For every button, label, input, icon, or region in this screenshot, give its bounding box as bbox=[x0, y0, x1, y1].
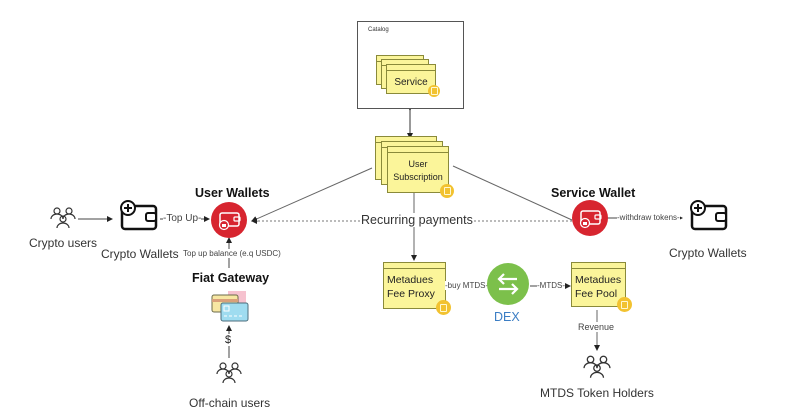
dollar-label: $ bbox=[225, 334, 232, 346]
withdraw-tokens-label: -withdraw tokens- bbox=[617, 213, 680, 222]
wallet-lock-icon bbox=[579, 210, 602, 229]
contract-icon bbox=[436, 300, 451, 315]
contract-icon bbox=[617, 297, 632, 312]
crypto-users-label: Crypto users bbox=[29, 236, 98, 250]
crypto-wallet-icon[interactable] bbox=[688, 200, 730, 232]
user-wallets-title: User Wallets bbox=[195, 186, 270, 200]
contract-icon bbox=[440, 184, 454, 198]
catalog-box[interactable]: Catalog Service bbox=[357, 21, 464, 109]
off-chain-users-icon bbox=[216, 362, 242, 384]
service-wallet-title: Service Wallet bbox=[551, 186, 636, 200]
subscription-line1: User bbox=[408, 159, 428, 169]
buy-mtds-label: -buy MTDS- bbox=[445, 281, 489, 290]
fee-pool-line2: Fee Pool bbox=[575, 288, 618, 300]
user-wallet-node[interactable] bbox=[211, 202, 247, 238]
swap-arrows-icon bbox=[497, 273, 519, 295]
fee-pool-line1: Metadues bbox=[575, 274, 622, 286]
wallet-lock-icon bbox=[218, 212, 241, 231]
credit-cards-icon[interactable] bbox=[210, 290, 250, 324]
crypto-wallet-icon[interactable] bbox=[118, 200, 160, 232]
catalog-title: Catalog bbox=[368, 27, 389, 33]
crypto-wallets-right-label: Crypto Wallets bbox=[669, 246, 747, 260]
fee-proxy-card[interactable]: Metadues Fee Proxy bbox=[383, 262, 451, 315]
crypto-wallets-left-label: Crypto Wallets bbox=[101, 247, 179, 261]
subscription-userwallet-line bbox=[251, 167, 373, 222]
contract-icon bbox=[428, 85, 440, 97]
revenue-label: Revenue bbox=[578, 322, 615, 332]
subscription-line2: Subscription bbox=[393, 172, 443, 182]
fee-pool-card[interactable]: Metadues Fee Pool bbox=[571, 262, 632, 312]
fee-proxy-line2: Fee Proxy bbox=[387, 288, 435, 300]
fiat-gateway-title: Fiat Gateway bbox=[192, 271, 270, 285]
fee-proxy-line1: Metadues bbox=[387, 274, 434, 286]
service-wallet-node[interactable] bbox=[572, 200, 608, 236]
subscription-servicewallet-line bbox=[452, 165, 573, 221]
off-chain-users-label: Off-chain users bbox=[189, 396, 271, 410]
dex-label: DEX bbox=[494, 310, 520, 324]
mtds-label: -MTDS- bbox=[537, 281, 565, 290]
mtds-token-holders-label: MTDS Token Holders bbox=[540, 386, 654, 400]
crypto-users-icon bbox=[50, 207, 76, 229]
token-holders-icon bbox=[583, 355, 611, 378]
service-card[interactable]: Service bbox=[386, 64, 440, 97]
user-subscription-card[interactable]: User Subscription bbox=[387, 146, 454, 198]
service-label: Service bbox=[394, 77, 428, 88]
dex-node[interactable] bbox=[487, 263, 529, 305]
top-up-label: -Top Up- bbox=[163, 213, 202, 224]
top-up-balance-label: Top up balance (e.q USDC) bbox=[183, 249, 281, 258]
recurring-payments-label: Recurring payments bbox=[360, 213, 474, 227]
